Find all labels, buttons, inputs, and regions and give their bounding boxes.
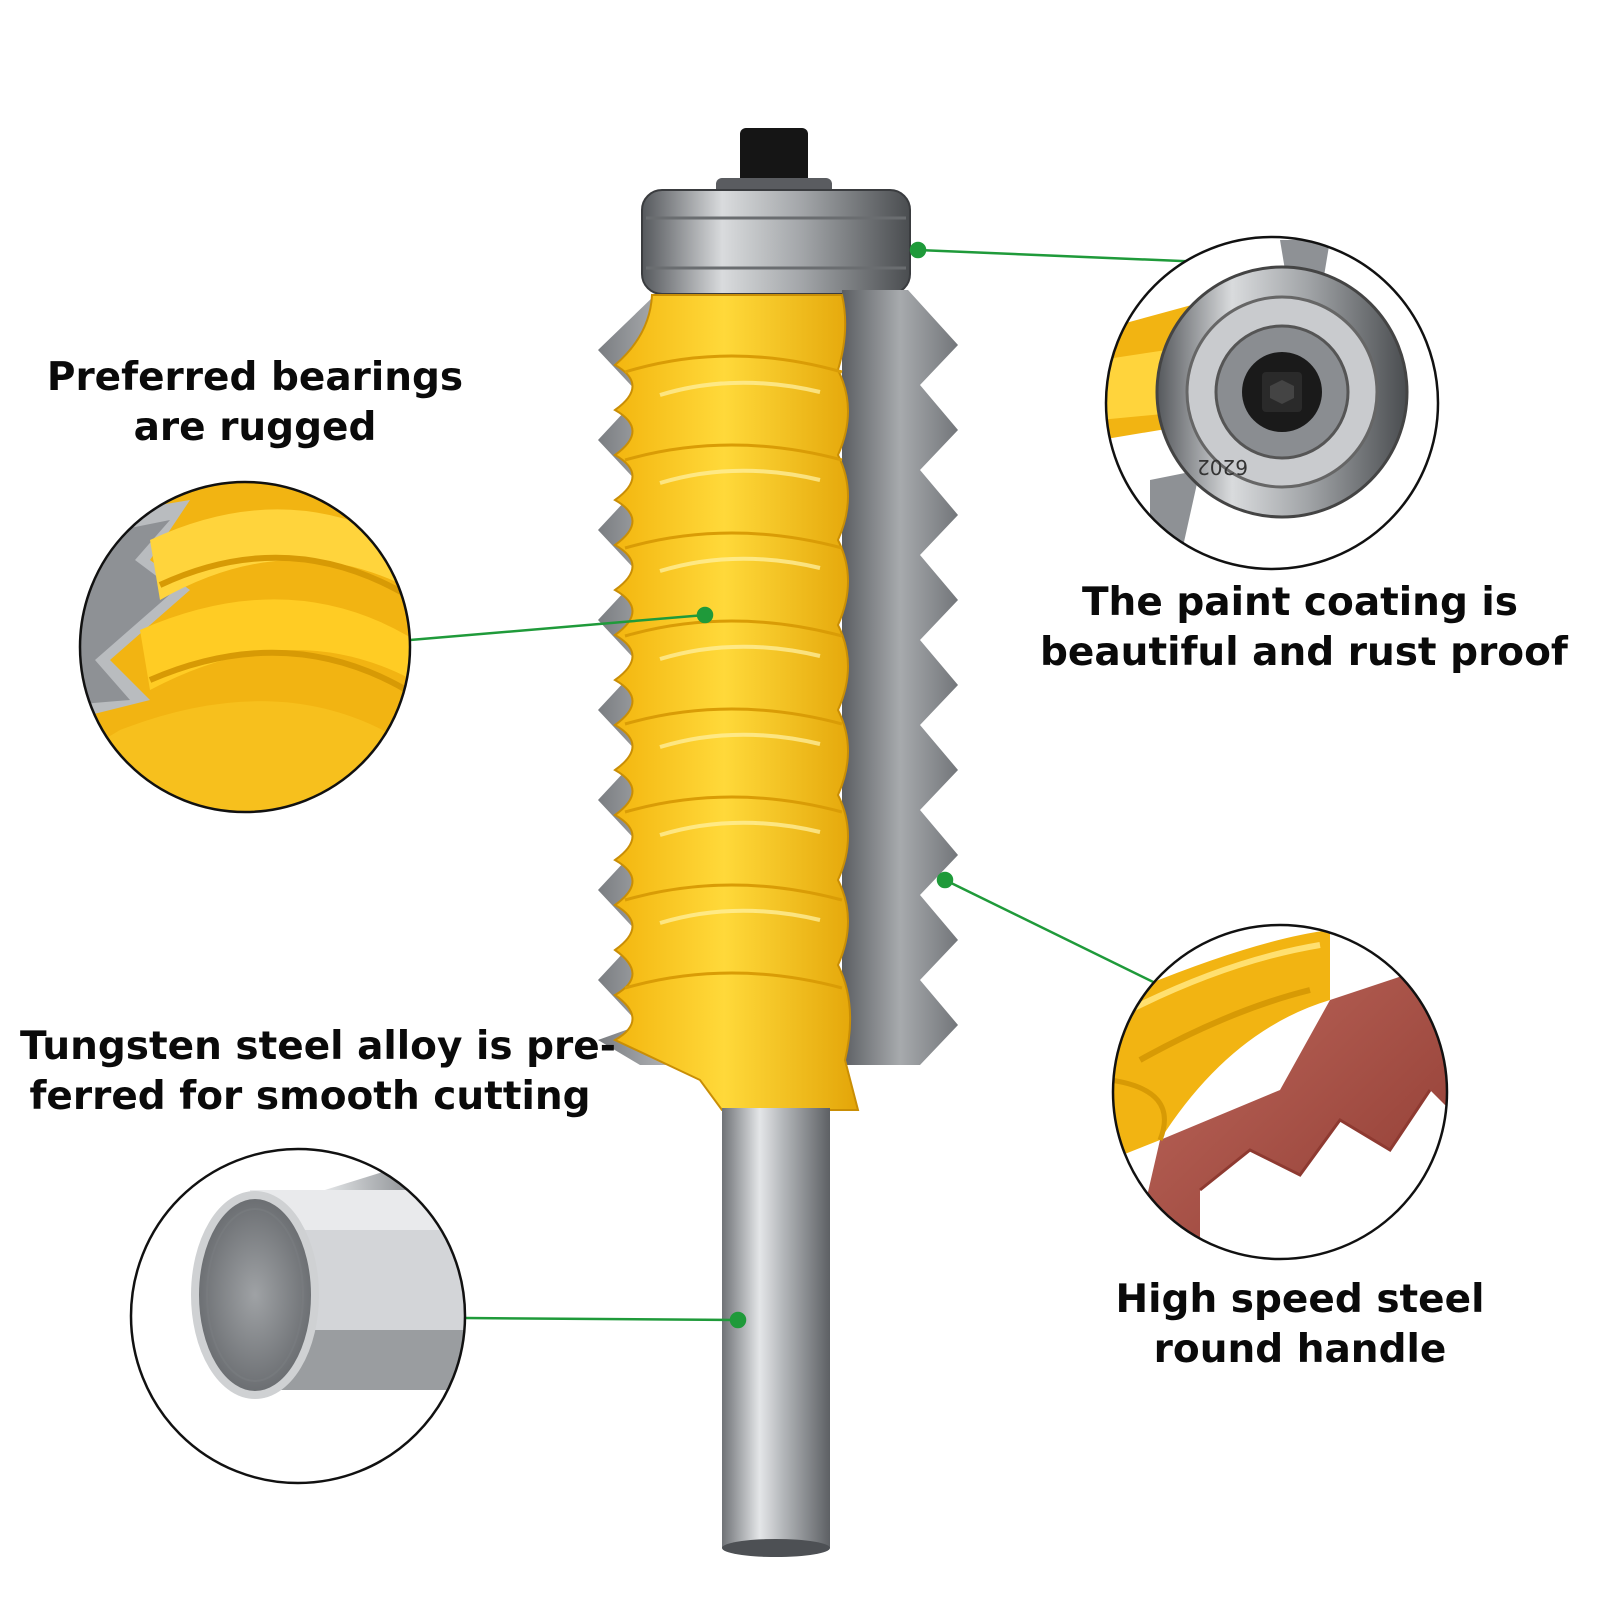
yellow-coated-body (612, 294, 860, 1111)
caption-tungsten: Tungsten steel alloy is pre- ferred for … (20, 1022, 616, 1122)
carbide-cutting-blade (842, 290, 958, 1065)
caption-bearings-line1: Preferred bearings (46, 355, 464, 400)
detail-circle-blade (1111, 923, 1449, 1261)
bolt-head (740, 128, 808, 188)
top-bearing (641, 189, 911, 295)
caption-bearings-line2: are rugged (133, 405, 377, 450)
bearing-callout-dot (909, 241, 927, 259)
caption-paint-coating: The paint coating is beautiful and rust … (1040, 578, 1568, 678)
detail-circle-shank (129, 1147, 467, 1485)
shank-callout-dot (729, 1311, 747, 1329)
body-callout-dot (696, 606, 714, 624)
caption-bearings: Preferred bearings are rugged (40, 353, 470, 453)
detail-circle-coating (78, 480, 412, 814)
body-ridges (624, 354, 843, 990)
bearing-marking: 6202 (1197, 455, 1248, 479)
caption-handle-line2: round handle (1153, 1327, 1447, 1372)
caption-handle-line1: High speed steel (1115, 1277, 1485, 1322)
caption-paint-line2: beautiful and rust proof (1040, 630, 1568, 675)
caption-handle: High speed steel round handle (1080, 1275, 1520, 1375)
caption-tungsten-line1: Tungsten steel alloy is pre- (20, 1024, 616, 1069)
blade-callout-dot (936, 871, 954, 889)
detail-circle-bearing: 6202 (1104, 235, 1440, 571)
caption-paint-line1: The paint coating is (1081, 580, 1519, 625)
caption-tungsten-line2: ferred for smooth cutting (29, 1074, 591, 1119)
